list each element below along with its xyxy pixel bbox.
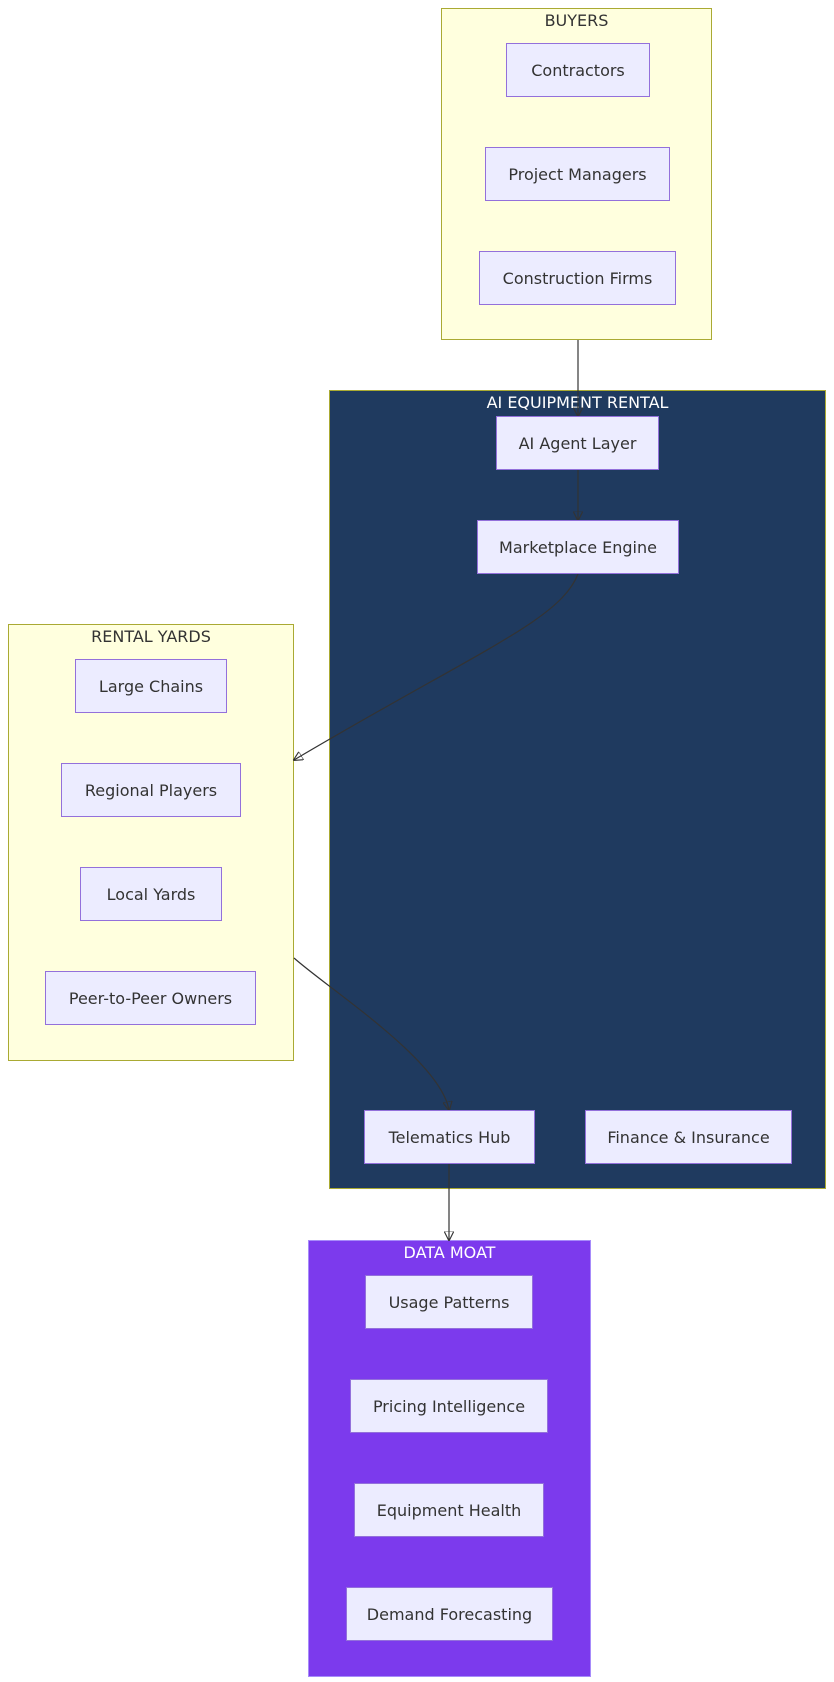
node-pricing-intelligence[interactable]: Pricing Intelligence	[350, 1379, 548, 1433]
node-demand-forecasting[interactable]: Demand Forecasting	[346, 1587, 553, 1641]
node-local-yards[interactable]: Local Yards	[80, 867, 222, 921]
cluster-data-moat-title: DATA MOAT	[403, 1243, 496, 1262]
node-peer-to-peer-owners[interactable]: Peer-to-Peer Owners	[45, 971, 256, 1025]
cluster-ai-equipment-rental-title: AI EQUIPMENT RENTAL	[486, 393, 669, 412]
node-construction-firms[interactable]: Construction Firms	[479, 251, 676, 305]
cluster-rental-yards-title: RENTAL YARDS	[91, 627, 211, 646]
node-contractors[interactable]: Contractors	[506, 43, 650, 97]
node-ai-agent-layer[interactable]: AI Agent Layer	[496, 416, 659, 470]
node-finance-insurance[interactable]: Finance & Insurance	[585, 1110, 792, 1164]
node-project-managers[interactable]: Project Managers	[485, 147, 670, 201]
node-large-chains[interactable]: Large Chains	[75, 659, 227, 713]
node-marketplace-engine[interactable]: Marketplace Engine	[477, 520, 679, 574]
cluster-buyers-title: BUYERS	[544, 11, 609, 30]
cluster-ai-equipment-rental: AI EQUIPMENT RENTAL	[329, 390, 826, 1189]
node-telematics-hub[interactable]: Telematics Hub	[364, 1110, 535, 1164]
node-regional-players[interactable]: Regional Players	[61, 763, 241, 817]
node-equipment-health[interactable]: Equipment Health	[354, 1483, 544, 1537]
node-usage-patterns[interactable]: Usage Patterns	[365, 1275, 533, 1329]
